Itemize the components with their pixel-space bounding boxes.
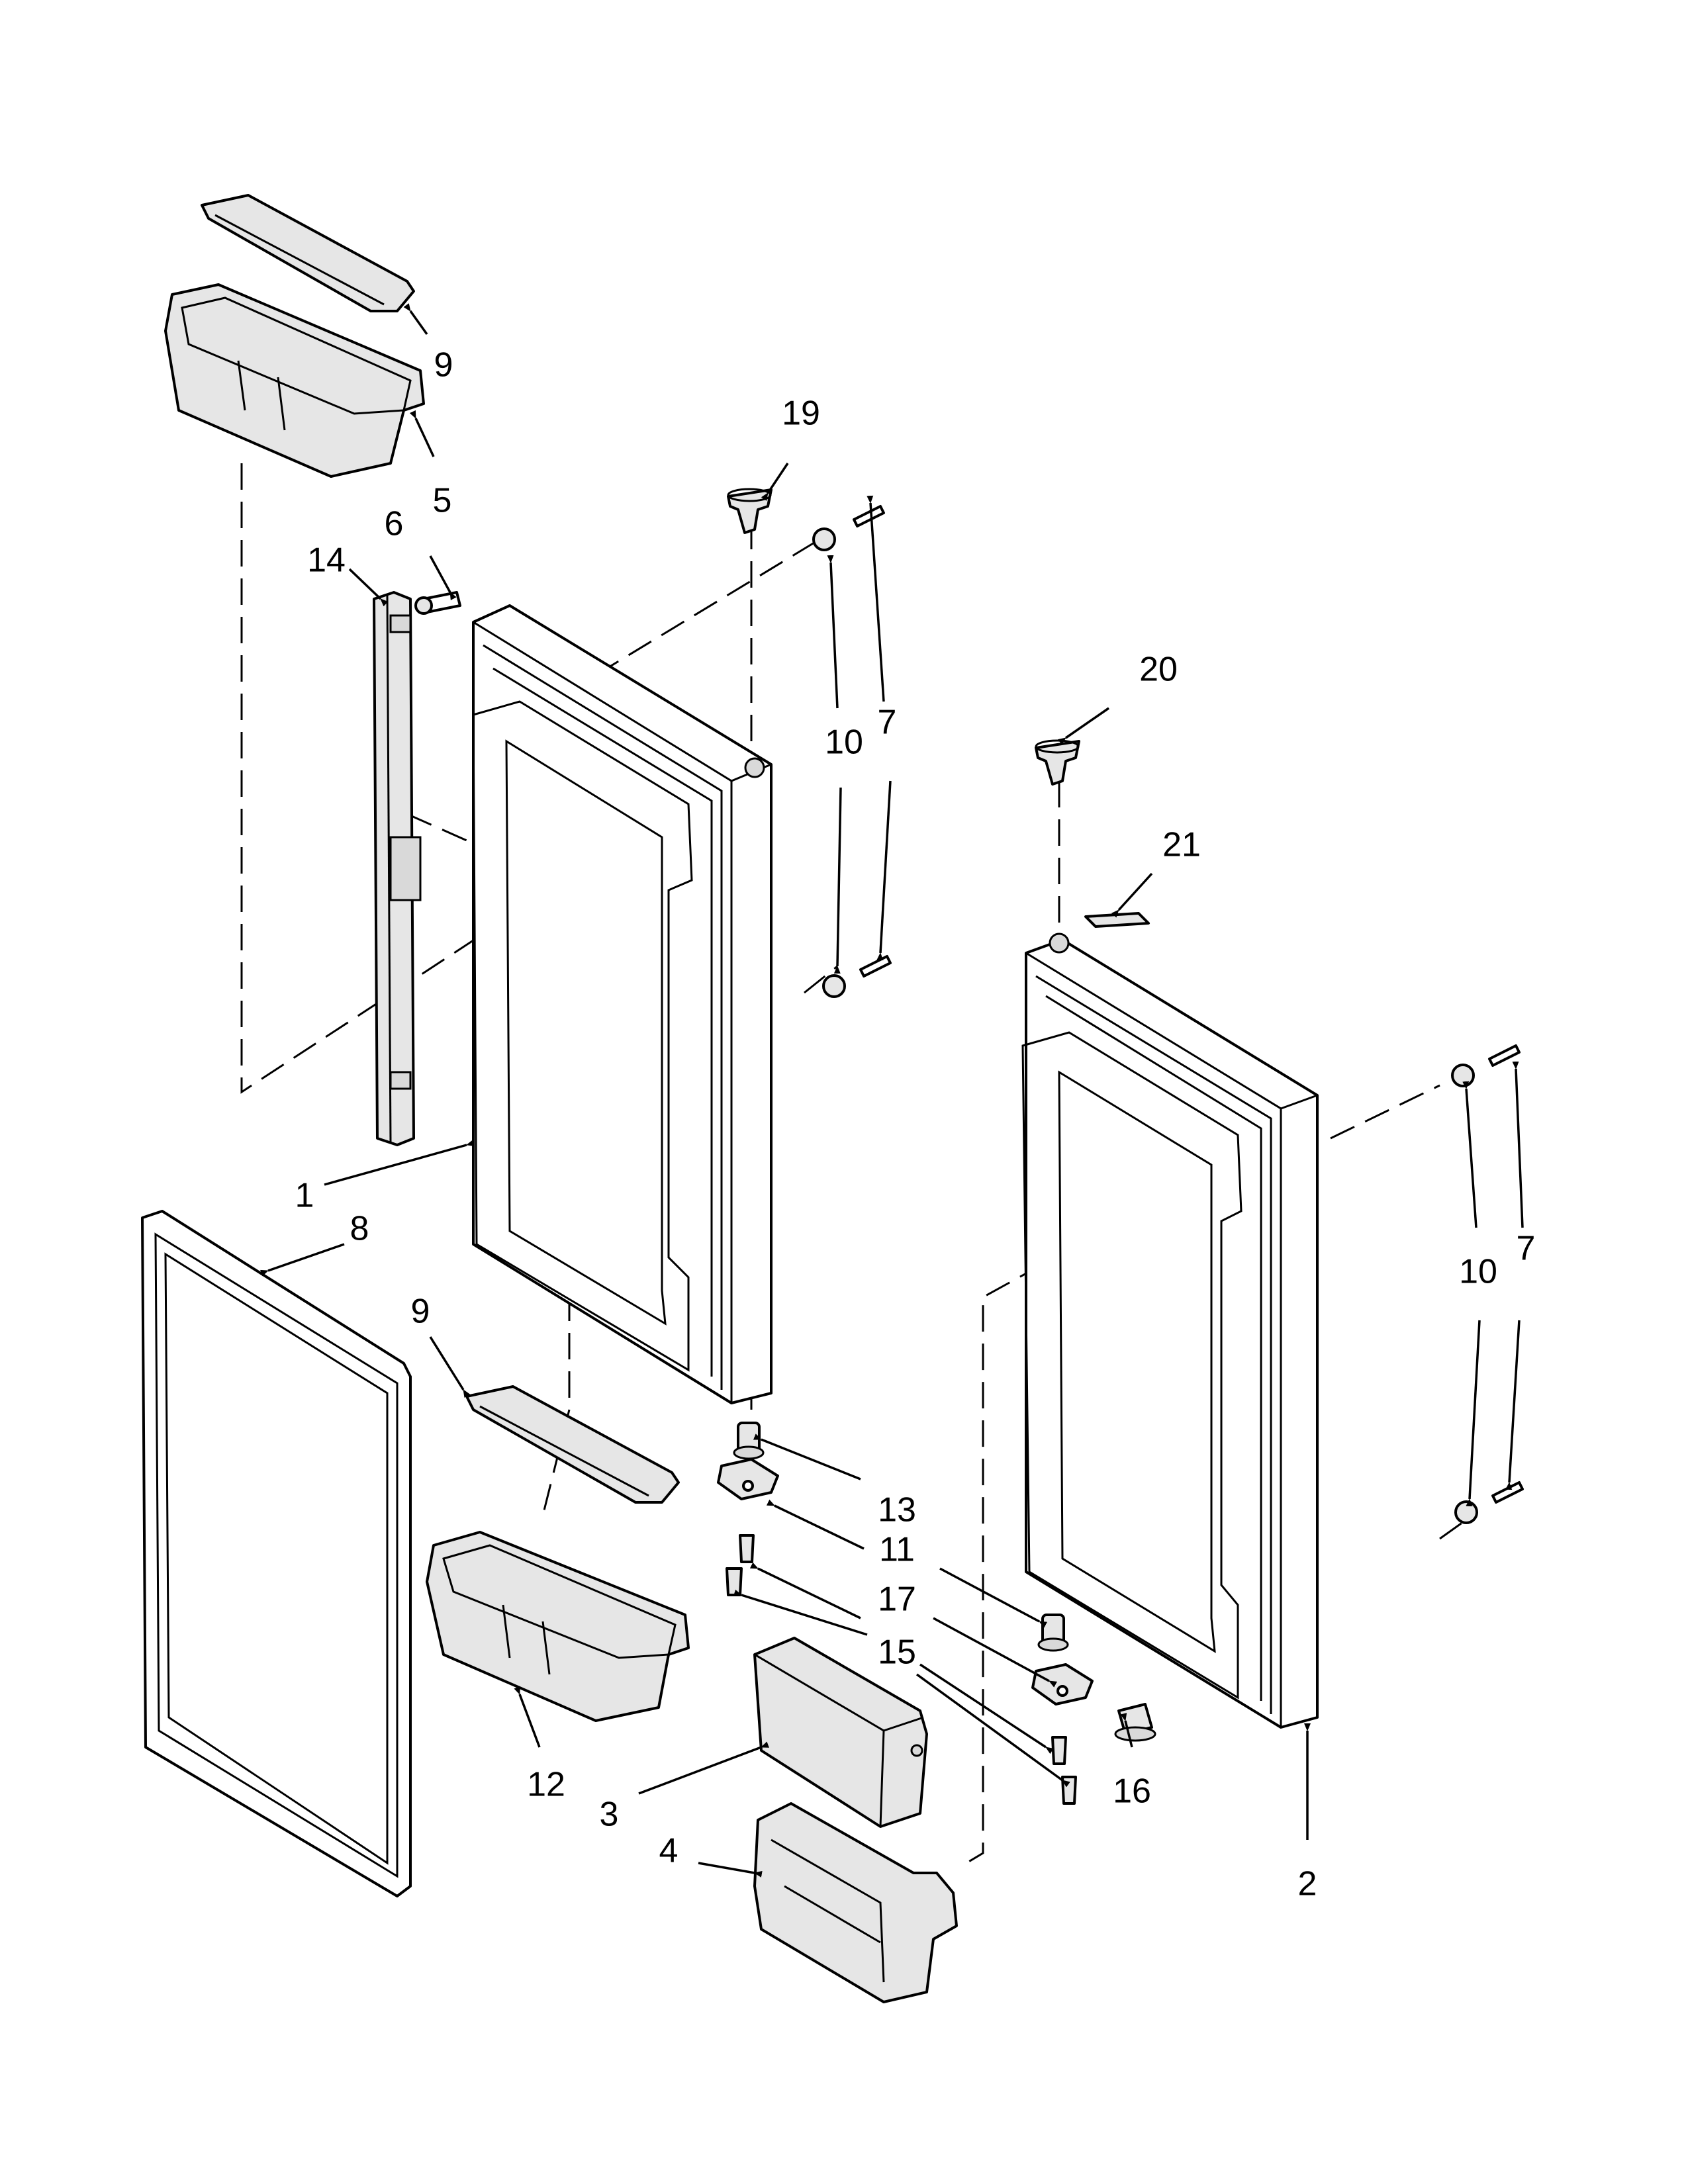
hinge-bushing-19: [727, 488, 773, 534]
callout-15: 15: [878, 1633, 916, 1672]
door-stop-screws-right: [1451, 1044, 1524, 1524]
left-refrigerator-door: [472, 604, 773, 1404]
callout-11: 11: [879, 1531, 915, 1569]
hinge-cover-21: [1084, 912, 1150, 928]
dairy-bin-base: [753, 1802, 958, 2003]
callout-labels: 9 5 6 14 19 10 7 20 21 1 8 9 10 7 13 11 …: [295, 346, 1536, 1903]
door-bin-lower: [426, 1531, 690, 1722]
callout-14: 14: [307, 541, 346, 580]
dairy-bin-cover: [753, 1637, 928, 1828]
door-handle-bar: [373, 591, 422, 1146]
bin-lid-lower: [465, 1385, 680, 1504]
callout-21: 21: [1162, 826, 1201, 864]
callout-13: 13: [878, 1491, 916, 1529]
callout-9-lower: 9: [411, 1293, 430, 1331]
callout-5: 5: [433, 482, 452, 520]
callout-7-right: 7: [1517, 1230, 1536, 1268]
callout-16: 16: [1113, 1772, 1151, 1811]
callout-10-left: 10: [825, 723, 863, 762]
left-hinge-hardware: [717, 1422, 779, 1596]
callout-17: 17: [878, 1580, 916, 1619]
right-refrigerator-door: [1021, 933, 1319, 1729]
door-stop-screws-left: [812, 505, 892, 998]
hinge-bushing-20: [1035, 739, 1080, 786]
screw-6: [414, 591, 461, 615]
callout-1: 1: [295, 1177, 314, 1215]
callout-8: 8: [350, 1210, 369, 1248]
callout-3: 3: [600, 1796, 619, 1834]
callout-19: 19: [782, 394, 820, 433]
callout-20: 20: [1139, 651, 1178, 689]
bin-lid-top: [201, 194, 415, 312]
callout-6: 6: [385, 505, 404, 543]
callout-9-top: 9: [434, 346, 453, 385]
callout-4: 4: [659, 1832, 679, 1870]
door-bin-upper: [164, 283, 425, 478]
callout-7-left: 7: [878, 704, 897, 742]
door-gasket: [141, 1210, 412, 1897]
callout-2: 2: [1298, 1865, 1317, 1903]
callout-12: 12: [527, 1766, 565, 1804]
leader-arrows: [259, 303, 1524, 1878]
callout-10-right: 10: [1459, 1253, 1497, 1291]
